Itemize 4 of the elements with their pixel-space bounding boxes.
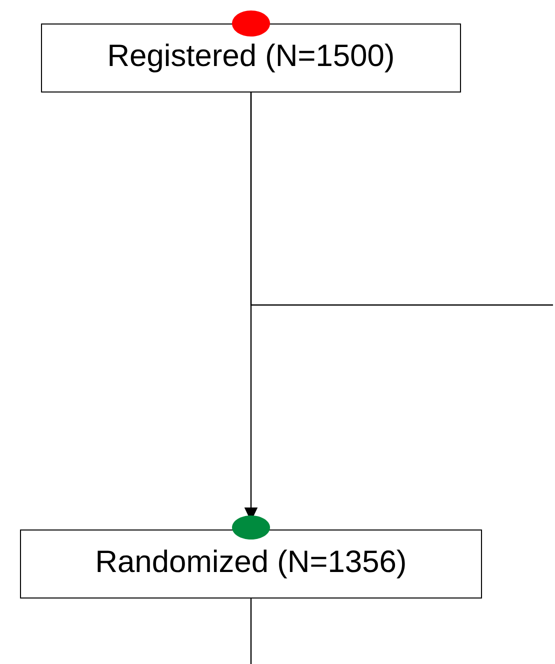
process-box: Randomized (N=1356)	[20, 530, 482, 598]
connector-line	[250, 598, 252, 664]
connector-line	[250, 92, 553, 306]
process-box: Registered (N=1500)	[41, 24, 461, 92]
